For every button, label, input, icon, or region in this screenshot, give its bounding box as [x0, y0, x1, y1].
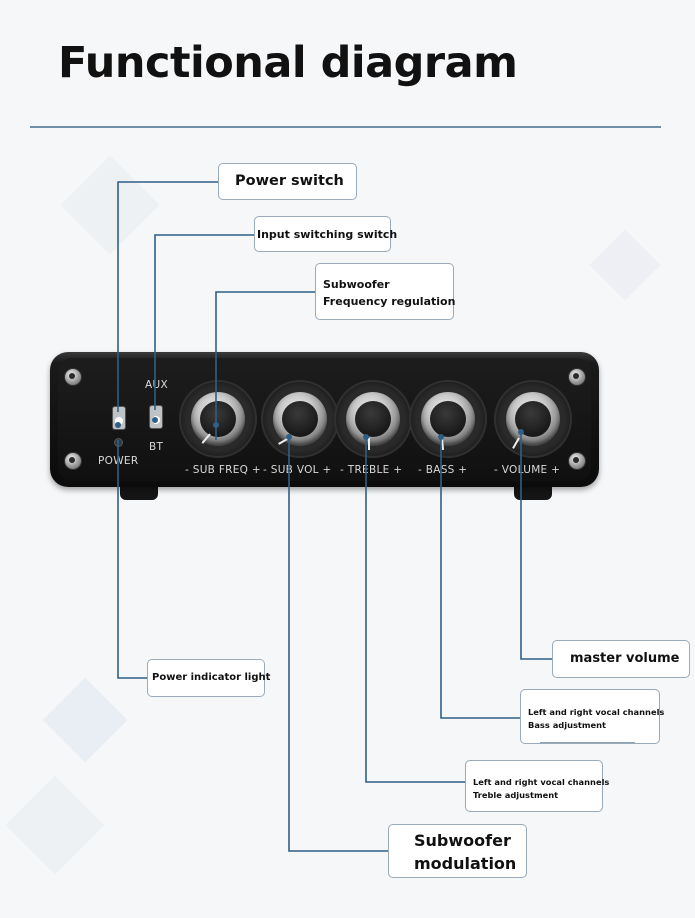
callout-treble: Left and right vocal channels Treble adj…	[465, 760, 609, 812]
treble-knob[interactable]	[334, 380, 412, 458]
callout-sub-modulation: Subwoofer modulation	[388, 824, 527, 878]
screw-icon	[568, 368, 586, 386]
leader-power-switch	[117, 181, 218, 412]
leader-bass	[440, 437, 520, 719]
volume-label: - VOLUME +	[494, 464, 561, 476]
leader-power-indicator	[117, 440, 148, 679]
leader-master-volume	[520, 432, 553, 660]
leader-treble	[365, 437, 465, 783]
screw-icon	[568, 452, 586, 470]
callout-master-volume: master volume	[552, 640, 690, 678]
aux-label: AUX	[145, 379, 168, 391]
leader-sub-modulation	[288, 437, 388, 852]
callout-bass: Left and right vocal channels Bass adjus…	[520, 689, 664, 744]
leader-input-switch	[154, 234, 255, 410]
callout-power-indicator: Power indicator light	[147, 659, 270, 697]
callout-sub-frequency: Subwoofer Frequency regulation	[315, 263, 455, 320]
treble-label: - TREBLE +	[340, 464, 403, 476]
sub-freq-label: - SUB FREQ +	[185, 464, 261, 476]
bt-label: BT	[149, 441, 164, 453]
bass-callout-underline	[540, 742, 635, 743]
screw-icon	[64, 452, 82, 470]
title-divider	[30, 126, 661, 128]
sub-freq-knob[interactable]	[179, 380, 257, 458]
bass-label: - BASS +	[418, 464, 468, 476]
sub-vol-label: - SUB VOL +	[263, 464, 332, 476]
sub-vol-knob[interactable]	[261, 380, 339, 458]
screw-icon	[64, 368, 82, 386]
page-title: Functional diagram	[58, 38, 518, 88]
callout-power-switch: Power switch	[218, 163, 357, 200]
bass-knob[interactable]	[409, 380, 487, 458]
leader-sub-freq	[215, 291, 316, 440]
callout-input-switch: Input switching switch	[254, 216, 397, 252]
volume-knob[interactable]	[494, 380, 572, 458]
